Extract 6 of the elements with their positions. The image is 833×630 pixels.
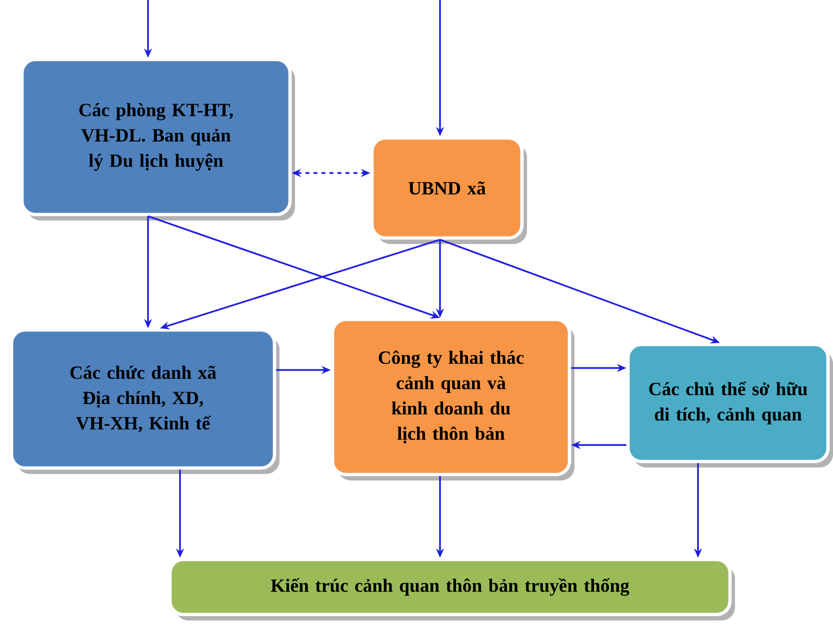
process-box: Các phòng KT-HT, VH-DL. Ban quản lý Du lịch huyện <box>20 58 295 220</box>
process-box: UBND xã <box>370 136 527 244</box>
process-box: Các chủ thể sở hữu di tích, cảnh quan <box>626 342 833 468</box>
process-box: Các chức danh xã Địa chính, XD, VH-XH, Kinh tế <box>10 328 280 474</box>
process-box: Công ty khai thác cảnh quan và kinh doanh du lịch thôn bản <box>330 318 574 480</box>
process-box: Kiến trúc cảnh quan thôn bản truyền thống <box>168 558 735 620</box>
